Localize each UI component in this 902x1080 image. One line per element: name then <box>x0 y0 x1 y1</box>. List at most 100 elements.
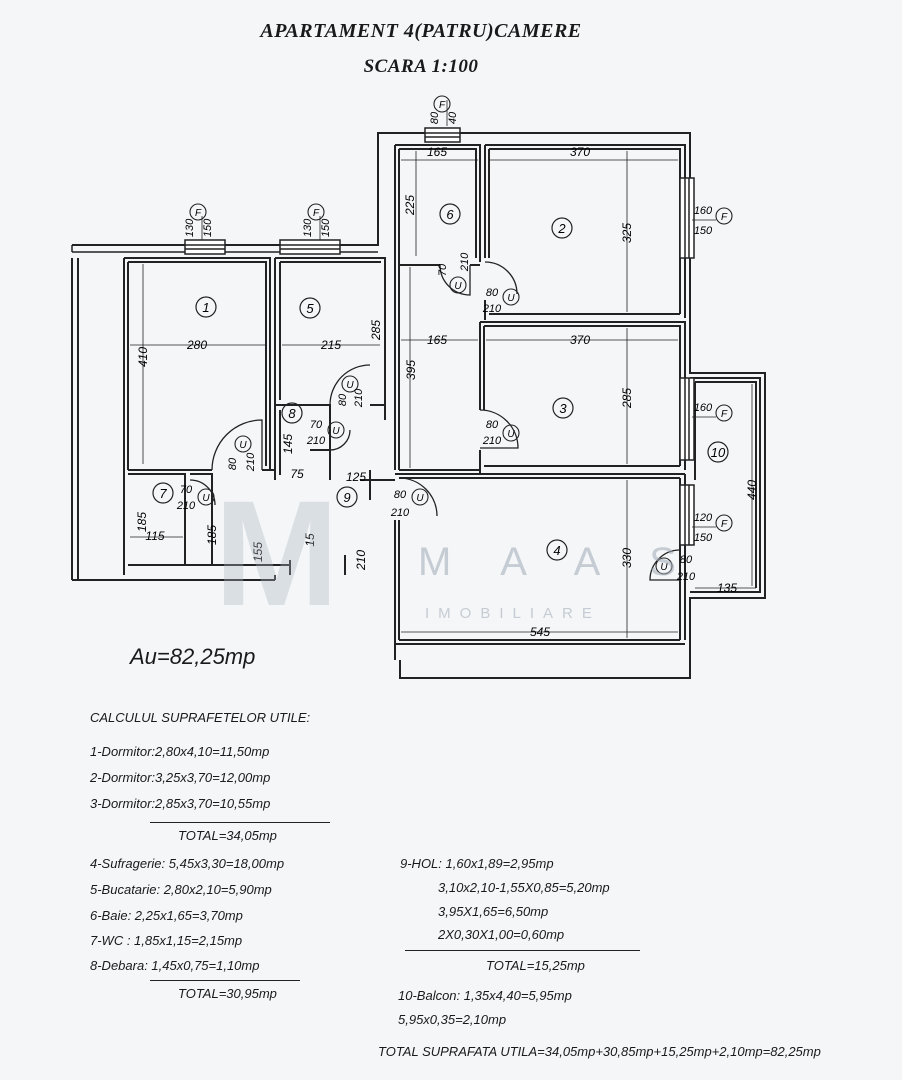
dim-label: 370 <box>570 333 590 347</box>
window-tag: F <box>721 519 728 530</box>
divider <box>150 822 330 823</box>
calc-total: TOTAL=15,25mp <box>486 958 585 973</box>
dim-label: 145 <box>281 434 295 454</box>
door-height: 210 <box>176 500 196 512</box>
dim-label: 225 <box>403 195 417 216</box>
room-label-1: 1 <box>202 300 209 315</box>
door-width: 70 <box>310 419 323 431</box>
door-tag: U <box>202 493 210 504</box>
calc-line: 3,10x2,10-1,55X0,85=5,20mp <box>438 880 610 895</box>
calc-line: 9-HOL: 1,60x1,89=2,95mp <box>400 856 554 871</box>
door-height: 210 <box>459 252 471 272</box>
door-height: 210 <box>676 571 696 583</box>
door-width: 80 <box>486 287 499 299</box>
window-width: 80 <box>429 111 441 124</box>
door-width: 70 <box>437 263 449 276</box>
door-height: 210 <box>353 388 365 408</box>
window-width: 130 <box>184 218 196 237</box>
calc-heading: CALCULUL SUPRAFETELOR UTILE: <box>90 710 311 725</box>
calc-line: 4-Sufragerie: 5,45x3,30=18,00mp <box>90 856 285 871</box>
window-height: 150 <box>694 225 713 237</box>
window-height: 150 <box>694 532 713 544</box>
dim-label: 280 <box>186 338 207 352</box>
dim-label: 210 <box>354 550 368 571</box>
door-tag: U <box>332 426 340 437</box>
room-label-8: 8 <box>288 406 296 421</box>
door-tag: U <box>416 493 424 504</box>
dim-label: 185 <box>135 512 149 532</box>
calc-line: 5,95x0,35=2,10mp <box>398 1012 507 1027</box>
room-label-9: 9 <box>343 490 350 505</box>
door-height: 210 <box>245 452 257 472</box>
dim-label: 285 <box>369 320 383 341</box>
usable-area-total: Au=82,25mp <box>130 644 256 669</box>
window-tag: F <box>439 100 446 111</box>
dim-label: 125 <box>346 470 366 484</box>
watermark-sub: IMOBILIARE <box>425 605 601 622</box>
door-height: 210 <box>482 303 502 315</box>
door-tag: U <box>507 429 515 440</box>
dim-label: 215 <box>320 338 341 352</box>
calc-line: 3-Dormitor:2,85x3,70=10,55mp <box>90 796 271 811</box>
watermark-brand: M A A S <box>418 540 696 584</box>
door-width: 80 <box>394 489 407 501</box>
dim-label: 285 <box>620 388 634 409</box>
calc-line: 5-Bucatarie: 2,80x2,10=5,90mp <box>90 882 272 897</box>
room-label-4: 4 <box>553 543 560 558</box>
room-label-5: 5 <box>306 301 314 316</box>
room-label-6: 6 <box>446 207 454 222</box>
door-tag: U <box>507 293 515 304</box>
calc-line: 2X0,30X1,00=0,60mp <box>438 927 565 942</box>
window-tag: F <box>721 212 728 223</box>
window-width: 130 <box>302 218 314 237</box>
dim-label: 165 <box>427 333 447 347</box>
door-width: 70 <box>180 484 193 496</box>
divider <box>150 980 300 981</box>
plan-scale: SCARA 1:100 <box>363 56 479 77</box>
dim-label: 75 <box>290 467 304 481</box>
door-tag: U <box>239 440 247 451</box>
watermark-logo-icon: M <box>214 469 339 637</box>
dim-label: 165 <box>427 145 447 159</box>
window-width: 120 <box>694 512 713 524</box>
door-height: 210 <box>390 507 410 519</box>
dim-label: 325 <box>620 223 634 243</box>
window-tag: F <box>313 208 320 219</box>
window-width: 160 <box>694 205 713 217</box>
calc-total: TOTAL=34,05mp <box>178 828 277 843</box>
calc-line: 8-Debara: 1,45x0,75=1,10mp <box>90 958 260 973</box>
calc-line: 1-Dormitor:2,80x4,10=11,50mp <box>90 744 270 759</box>
door-tag: U <box>454 281 462 292</box>
room-label-2: 2 <box>557 221 566 236</box>
dim-label: 330 <box>620 548 634 568</box>
calc-line: 3,95X1,65=6,50mp <box>438 904 549 919</box>
window-tag: F <box>195 208 202 219</box>
plan-title: APARTAMENT 4(PATRU)CAMERE <box>260 20 582 42</box>
door-width: 80 <box>680 554 693 566</box>
window-height: 150 <box>202 218 214 237</box>
calc-line: 7-WC : 1,85x1,15=2,15mp <box>90 933 243 948</box>
dim-label: 410 <box>136 347 150 367</box>
window-tag: F <box>721 409 728 420</box>
window-width: 160 <box>694 402 713 414</box>
room-label-7: 7 <box>159 486 167 501</box>
calc-line: 10-Balcon: 1,35x4,40=5,95mp <box>398 988 572 1003</box>
door-width: 80 <box>486 419 499 431</box>
window-height: 40 <box>447 111 459 124</box>
door-width: 80 <box>227 457 239 470</box>
dim-label: 15 <box>303 533 317 547</box>
door-tag: U <box>660 562 668 573</box>
calc-total: TOTAL=30,95mp <box>178 986 277 1001</box>
door-height: 210 <box>306 435 326 447</box>
room-label-10: 10 <box>711 445 726 460</box>
divider <box>405 950 640 951</box>
window-height: 150 <box>320 218 332 237</box>
dim-label: 185 <box>205 525 219 545</box>
grand-total: TOTAL SUPRAFATA UTILA=34,05mp+30,85mp+15… <box>378 1044 821 1059</box>
dim-label: 440 <box>745 480 759 500</box>
room-label-3: 3 <box>559 401 567 416</box>
dim-label: 370 <box>570 145 590 159</box>
door-tag: U <box>346 380 354 391</box>
dim-label: 135 <box>717 581 737 595</box>
